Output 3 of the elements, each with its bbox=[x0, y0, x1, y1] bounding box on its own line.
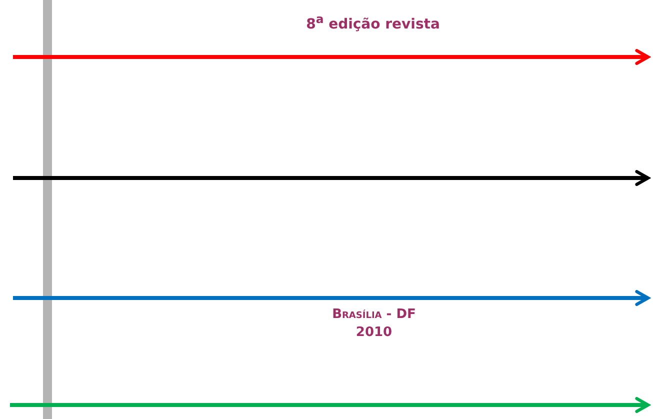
place-text: Brasília - DF bbox=[332, 307, 416, 322]
year-text: 2010 bbox=[356, 325, 392, 340]
edition-note: 8$^{a}$ edição revista bbox=[306, 12, 440, 33]
